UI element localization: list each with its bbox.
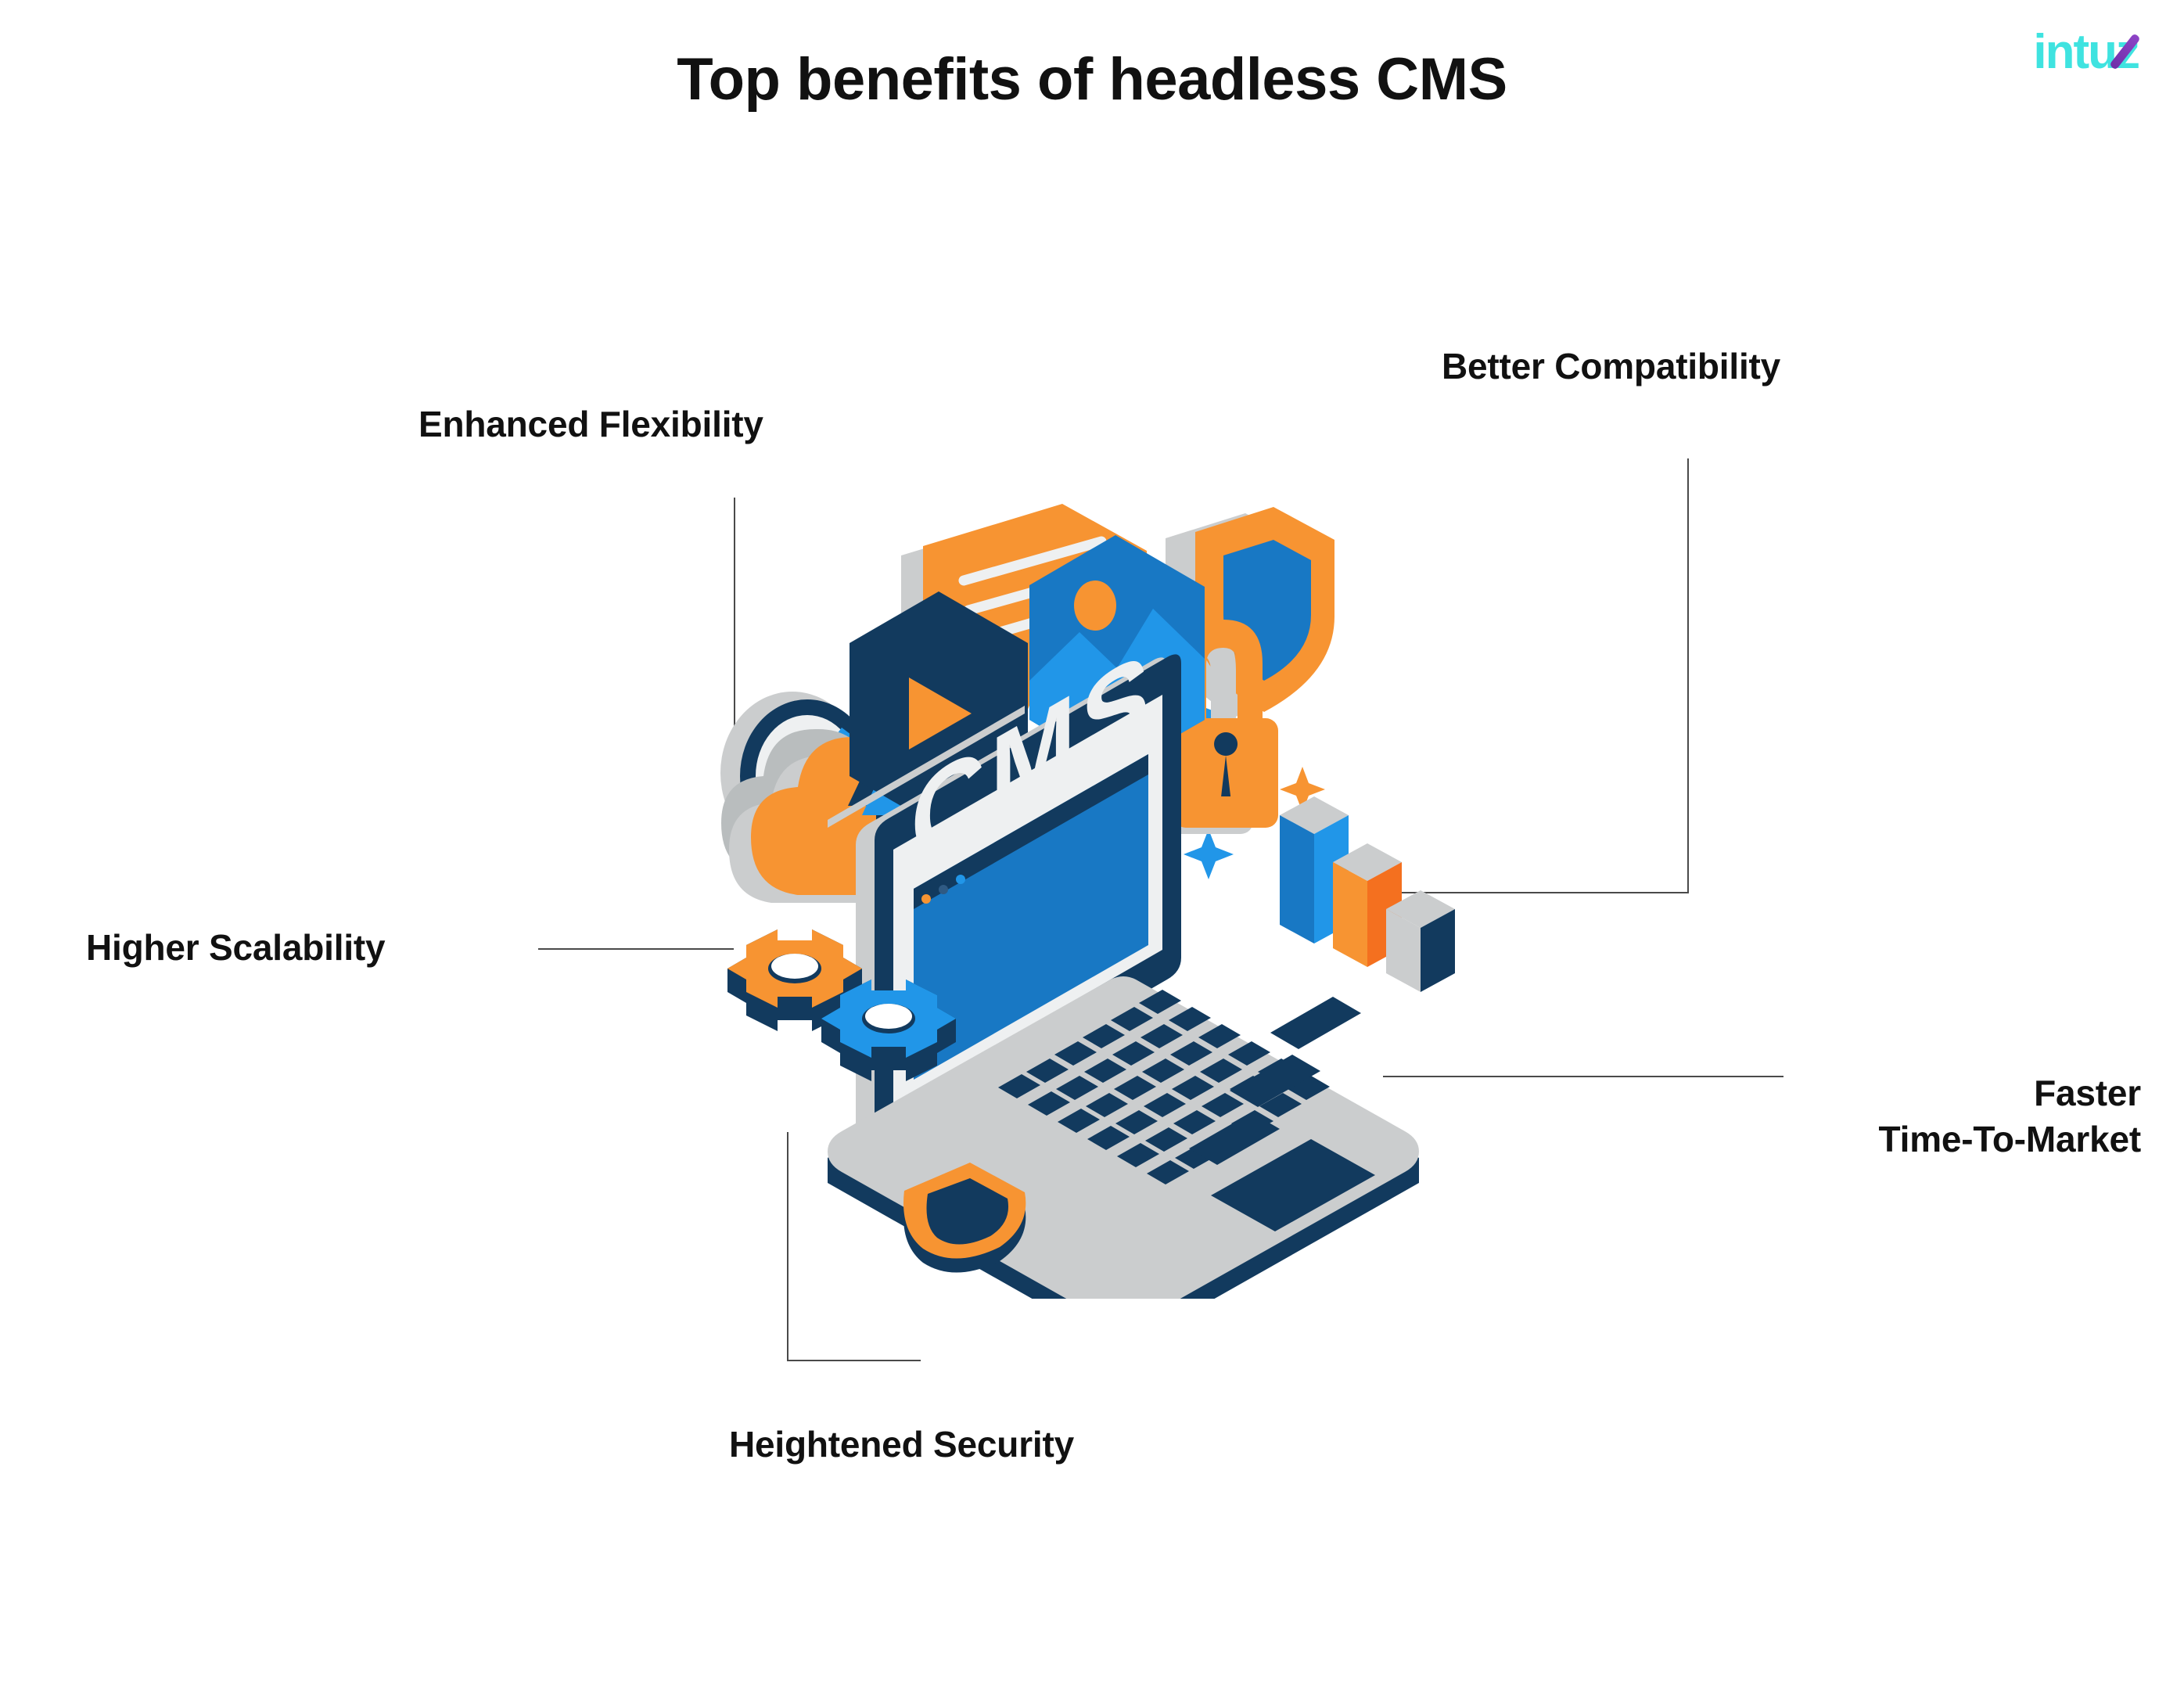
browser-dot-orange: [921, 894, 931, 904]
connector-higher-scalability-horizontal: [538, 948, 734, 950]
padlock-keyhole: [1214, 732, 1238, 796]
laptop-keyboard: [998, 990, 1361, 1184]
connector-heightened-security-vertical: [787, 1132, 788, 1361]
gear-orange-icon: [727, 929, 862, 1031]
page-title: Top benefits of headless CMS: [677, 46, 1507, 113]
intuz-logo: intuz: [2033, 25, 2141, 79]
connector-heightened-security-horizontal: [787, 1360, 921, 1361]
connector-better-compatibility-vertical: [1687, 458, 1689, 893]
laptop-trackpad: [1211, 1139, 1375, 1231]
connector-faster-time-to-market-horizontal: [1383, 1076, 1783, 1077]
connector-enhanced-flexibility-vertical: [734, 498, 735, 740]
callout-label-heightened-security: Heightened Security: [729, 1424, 1074, 1465]
bar-chart-bar-gray: [1386, 890, 1455, 992]
laptop-browser-window: [914, 754, 1148, 1080]
sparkle-icon: [1280, 767, 1325, 812]
callout-label-better-compatibility: Better Compatibility: [1442, 346, 1781, 386]
callout-label-enhanced-flexibility: Enhanced Flexibility: [418, 404, 763, 444]
connector-better-compatibility-horizontal: [1334, 892, 1689, 893]
sparkle-icon: [1184, 829, 1234, 879]
photo-sun: [1074, 581, 1116, 631]
laptop-browser-chrome: [914, 754, 1148, 909]
headless-cms-illustration: CMS: [688, 469, 1518, 1299]
browser-dot-blue: [956, 875, 965, 884]
gear-blue-icon: [821, 979, 956, 1081]
callout-label-faster-time-to-market: Faster Time-To-Market: [1878, 1073, 2142, 1159]
browser-dot-navy: [939, 885, 948, 894]
logo-text-accent: z: [2109, 28, 2141, 77]
logo-text-main: intu: [2033, 25, 2118, 79]
callout-label-higher-scalability: Higher Scalability: [86, 927, 386, 968]
bar-chart-icon: [1280, 796, 1455, 992]
shield-outline-icon: [903, 1163, 1026, 1273]
play-triangle: [909, 678, 972, 749]
